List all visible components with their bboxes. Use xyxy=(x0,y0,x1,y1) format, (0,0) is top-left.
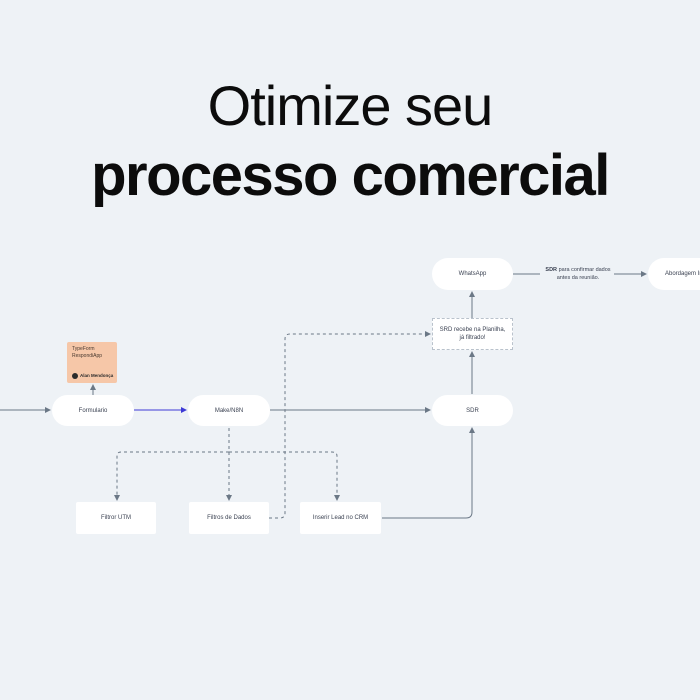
connector-crm-sdr xyxy=(382,427,475,519)
sdr-confirm-note-text: para confirmar dados antes da reunião. xyxy=(556,267,611,281)
node-whatsapp-label: WhatsApp xyxy=(458,271,487,277)
node-abordagem-label: Abordagem Inicial xyxy=(665,271,700,277)
connector-filtros-planilha xyxy=(269,331,431,519)
sticky-author-name: Alan Mendonça xyxy=(80,373,114,378)
node-make[interactable]: Make/N8N xyxy=(188,395,270,426)
sticky-note: TypeForm RespondiApp Alan Mendonça xyxy=(67,342,117,383)
node-filtro-utm[interactable]: Filtror UTM xyxy=(76,502,156,534)
node-filtro-utm-label: Filtror UTM xyxy=(101,515,131,521)
author-avatar-icon xyxy=(72,372,78,379)
connector-make-filtro-utm xyxy=(114,428,230,501)
node-sdr[interactable]: SDR xyxy=(432,395,513,426)
node-inserir-crm[interactable]: Inserir Lead no CRM xyxy=(300,502,381,534)
connector-make-inserir-crm xyxy=(229,451,340,501)
headline-line-2: processo comercial xyxy=(91,143,610,208)
node-inserir-crm-label: Inserir Lead no CRM xyxy=(312,515,369,521)
node-formulario[interactable]: Formulario xyxy=(52,395,134,426)
node-whatsapp[interactable]: WhatsApp xyxy=(432,258,513,290)
sdr-confirm-note: SDR para confirmar dados antes da reuniã… xyxy=(540,266,616,282)
node-abordagem[interactable]: Abordagem Inicial xyxy=(648,258,700,290)
headline-line-1: Otimize seu xyxy=(207,74,494,137)
sticky-note-text: TypeForm RespondiApp xyxy=(72,346,103,359)
sdr-confirm-note-bold: SDR xyxy=(545,267,558,273)
headline: Otimize seu processo comercial xyxy=(0,72,700,212)
node-filtros-dados-label: Filtros de Dados xyxy=(207,515,251,521)
node-sdr-planilha[interactable]: SRD recebe na Planilha, já filtrado! xyxy=(432,318,513,350)
sticky-author: Alan Mendonça xyxy=(72,372,113,379)
node-make-label: Make/N8N xyxy=(214,407,244,414)
node-sdr-label: SDR xyxy=(466,407,479,414)
node-formulario-label: Formulario xyxy=(78,407,108,414)
node-sdr-planilha-label: SRD recebe na Planilha, já filtrado! xyxy=(439,327,506,341)
node-filtros-dados[interactable]: Filtros de Dados xyxy=(189,502,269,534)
